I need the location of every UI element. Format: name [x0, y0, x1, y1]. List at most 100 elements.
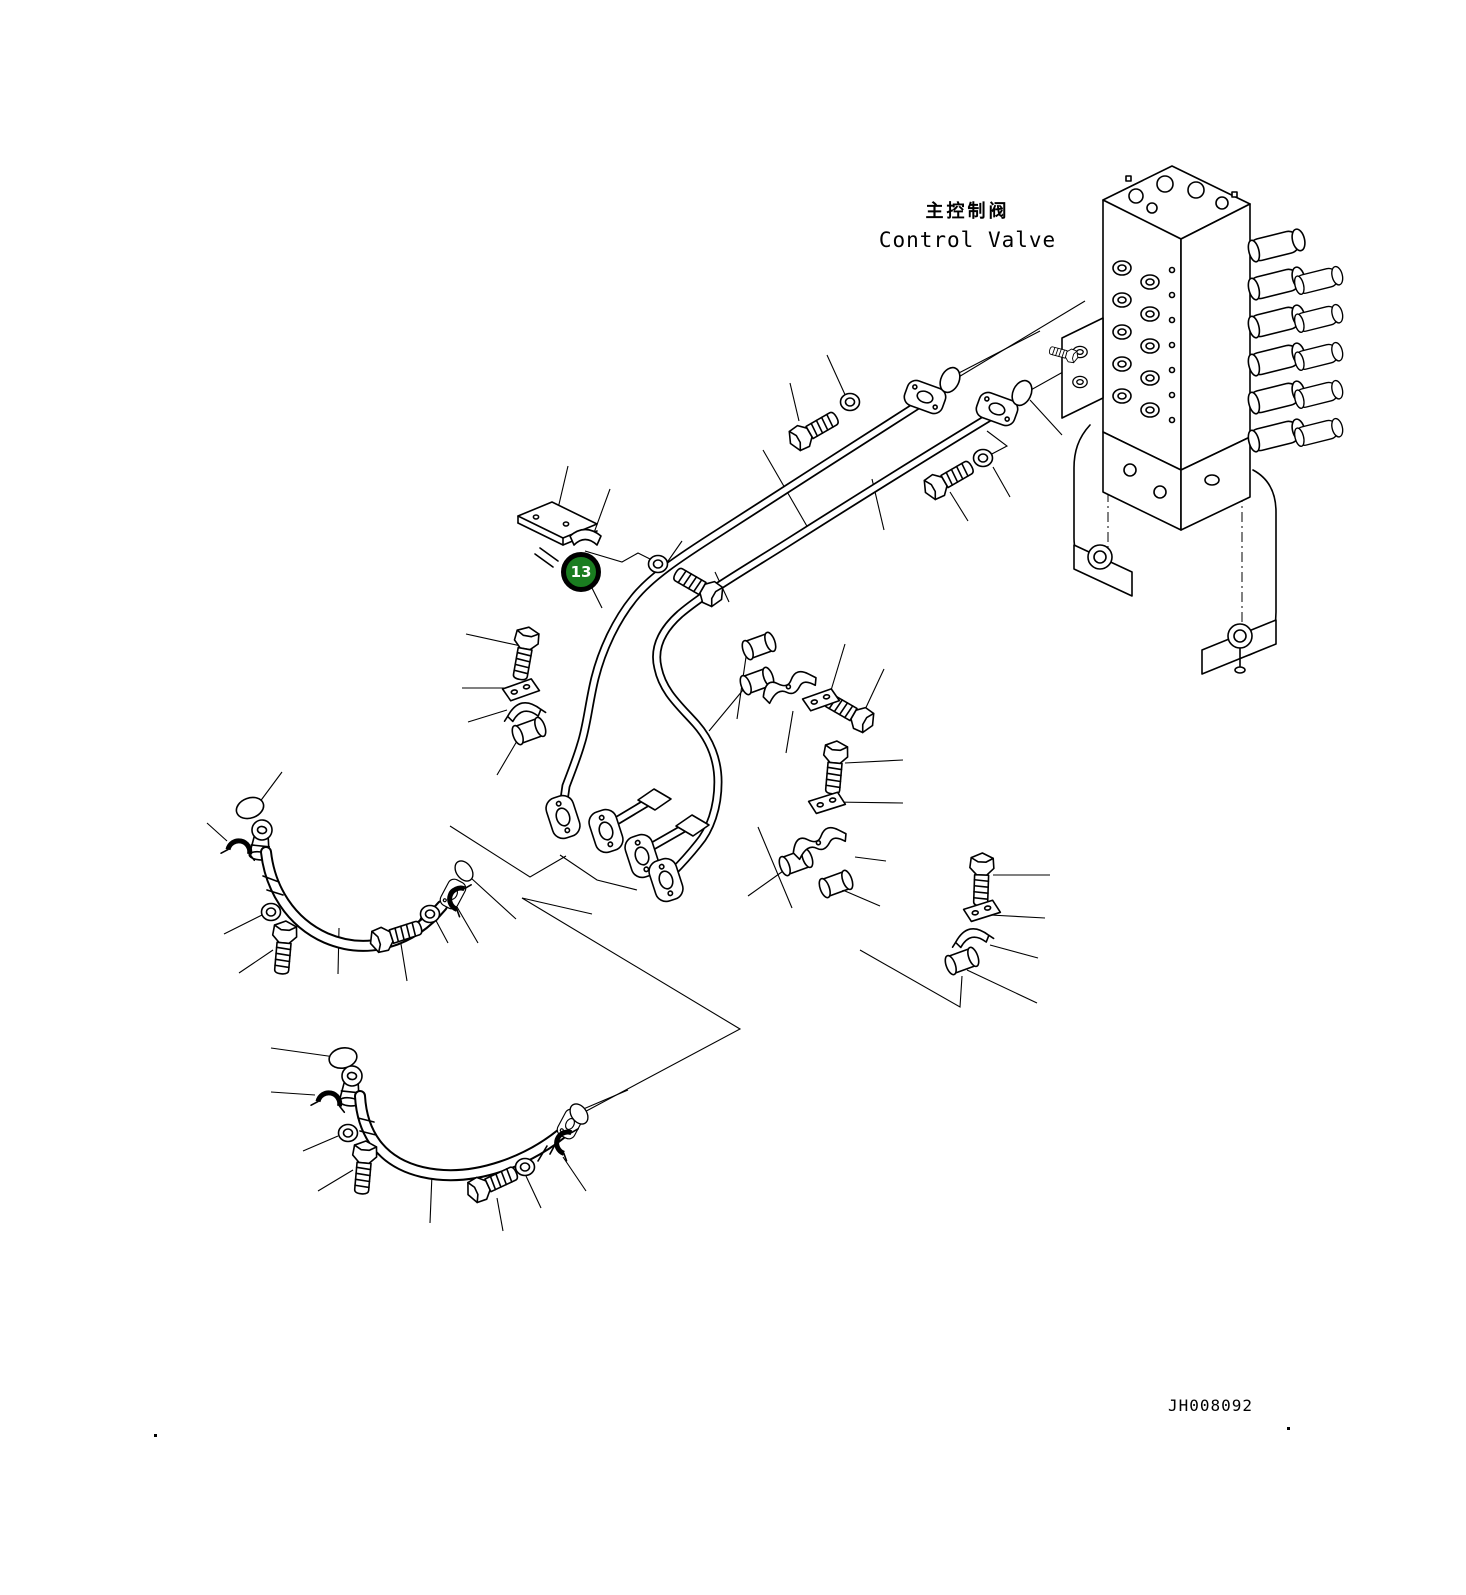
- leader-line: [854, 856, 887, 862]
- phantom-line: [757, 826, 793, 909]
- washer: [647, 554, 669, 574]
- valve-cap: [1140, 274, 1160, 290]
- pipe-mounting-bracket: [517, 501, 602, 568]
- hydraulic-tube-upper: [559, 398, 926, 805]
- assembly-label-cn: 主控制阀: [925, 201, 1010, 222]
- leader-line: [223, 914, 263, 935]
- bottom-hose-assembly: [311, 1044, 593, 1182]
- washer: [419, 904, 441, 924]
- assembly-label-en: Control Valve: [878, 228, 1057, 252]
- fasteners: [260, 392, 996, 1207]
- hex-bolt: [348, 1139, 379, 1196]
- hex-bolt: [783, 405, 844, 455]
- washer: [972, 448, 994, 468]
- leader-line: [826, 354, 848, 400]
- valve-cap: [1140, 338, 1160, 354]
- washer: [514, 1157, 536, 1177]
- rubber-cushion: [942, 945, 982, 977]
- phantom-line: [521, 897, 593, 915]
- clamp-hardware: [500, 630, 1002, 977]
- double-pipe-clamp: [788, 822, 850, 862]
- o-ring-cap: [232, 793, 268, 823]
- leader-line: [270, 1047, 336, 1058]
- leader-line: [456, 906, 479, 944]
- leader-line: [429, 1173, 433, 1224]
- valve-cap: [1112, 356, 1132, 372]
- leader-line: [844, 759, 904, 764]
- hex-bolt: [507, 624, 542, 683]
- leader-line: [337, 927, 340, 975]
- leader-line: [989, 914, 1046, 919]
- leader-line: [591, 587, 603, 609]
- valve-cap: [1112, 292, 1132, 308]
- leader-line: [992, 466, 1011, 498]
- part-callout-13[interactable]: 13: [561, 552, 601, 592]
- leader-line: [465, 633, 522, 647]
- phantom-line: [449, 825, 567, 878]
- page-mark-dot: [154, 1434, 157, 1437]
- phantom-lines: [449, 825, 963, 1117]
- assembly-label: 主控制阀 Control Valve: [845, 197, 1090, 252]
- leader-line: [789, 382, 800, 422]
- left-hose-assembly: [221, 793, 478, 952]
- valve-cap: [1112, 324, 1132, 340]
- pipe-clamp: [948, 923, 995, 950]
- leader-line: [828, 643, 846, 698]
- hex-bolt: [268, 919, 299, 976]
- leader-line: [747, 868, 787, 897]
- phantom-line: [859, 949, 963, 1008]
- leader-line: [206, 822, 228, 842]
- leader-line: [238, 949, 274, 974]
- drawing-number: JH008092: [1168, 1396, 1254, 1415]
- clamp-plate: [962, 898, 1002, 924]
- leader-line: [986, 430, 1009, 457]
- washer: [260, 902, 282, 922]
- rubber-cushion: [816, 868, 856, 900]
- leader-line: [785, 710, 794, 754]
- washer: [337, 1123, 359, 1143]
- leader-line: [467, 709, 508, 723]
- valve-cap: [1112, 260, 1132, 276]
- leader-line: [708, 689, 744, 732]
- clamp-plate: [807, 790, 847, 816]
- valve-cap: [1112, 388, 1132, 404]
- hex-bolt: [819, 739, 850, 796]
- control-valve-assembly: [1047, 165, 1346, 675]
- hex-bolt: [366, 914, 426, 956]
- leader-line: [496, 1197, 504, 1232]
- leader-line: [966, 969, 1038, 1004]
- manifold-block: [675, 814, 710, 837]
- tube-end-fittings: [900, 363, 1037, 429]
- phantom-line: [559, 854, 638, 891]
- valve-cap: [1140, 370, 1160, 386]
- leader-line: [270, 1091, 316, 1096]
- valve-cap: [1140, 402, 1160, 418]
- hex-bolt: [967, 851, 996, 908]
- leader-line: [665, 540, 683, 565]
- leader-line: [562, 1156, 587, 1192]
- leader-lines: [206, 300, 1089, 1232]
- phantom-line: [521, 897, 742, 1117]
- tube-flange: [542, 791, 584, 843]
- manifold-block: [637, 788, 672, 811]
- part-callout-number: 13: [570, 563, 592, 581]
- solenoid-bank: [1245, 226, 1346, 454]
- valve-cap: [1140, 306, 1160, 322]
- leader-line: [302, 1135, 339, 1152]
- leader-line: [317, 1169, 354, 1192]
- valve-cap: [1072, 375, 1088, 389]
- rubber-cushion: [509, 715, 549, 747]
- leader-line: [470, 877, 517, 920]
- leader-line: [258, 771, 283, 804]
- clamp-plate: [500, 677, 542, 703]
- leader-line: [1029, 399, 1063, 436]
- hex-bolt: [918, 454, 979, 504]
- leader-line: [399, 937, 408, 982]
- leader-line: [989, 944, 1039, 959]
- leader-line: [496, 740, 518, 776]
- washer: [839, 392, 861, 412]
- leader-line: [584, 550, 657, 563]
- leader-line: [525, 1175, 542, 1209]
